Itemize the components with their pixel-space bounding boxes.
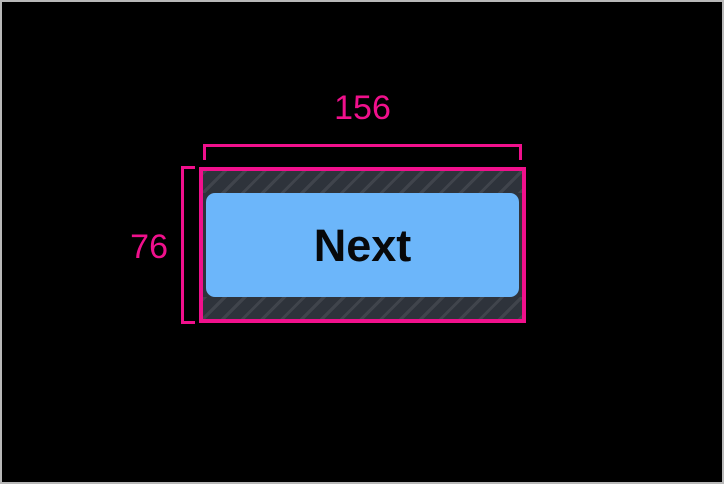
element-inner-stack: Next <box>203 171 522 319</box>
next-button-label: Next <box>313 219 412 271</box>
bottom-padding-hatch-band <box>203 297 522 319</box>
element-bounding-box: Next <box>199 167 526 323</box>
top-padding-hatch-band <box>203 171 522 193</box>
width-dimension-label: 156 <box>334 89 391 127</box>
next-button[interactable]: Next <box>206 193 519 297</box>
width-dimension-bracket <box>203 144 522 160</box>
height-dimension-label: 76 <box>130 228 168 266</box>
button-wrapper: Next <box>203 193 522 297</box>
height-dimension-bracket <box>181 166 195 324</box>
